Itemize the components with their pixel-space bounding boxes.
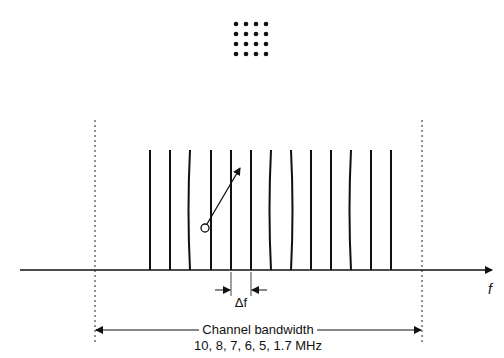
channel-edge bbox=[422, 120, 423, 345]
subcarriers bbox=[150, 150, 391, 270]
symbol-marker bbox=[201, 224, 209, 232]
spacing-label: Δf bbox=[235, 296, 247, 310]
bandwidth-values: 10, 8, 7, 6, 5, 1.7 MHz bbox=[194, 339, 322, 353]
channel-edge bbox=[95, 120, 96, 345]
spacing-arrow bbox=[215, 290, 230, 291]
frequency-axis bbox=[20, 269, 492, 271]
spacing-arrow bbox=[252, 290, 267, 291]
mapping-arrow bbox=[207, 168, 240, 224]
bandwidth-arrow bbox=[96, 330, 160, 331]
spacing-tick bbox=[251, 272, 252, 296]
bandwidth-label: Channel bandwidth bbox=[199, 323, 316, 337]
spacing-tick bbox=[231, 272, 232, 296]
axis-label: f bbox=[488, 282, 492, 297]
bandwidth-arrow bbox=[360, 330, 421, 331]
constellation bbox=[234, 22, 269, 57]
